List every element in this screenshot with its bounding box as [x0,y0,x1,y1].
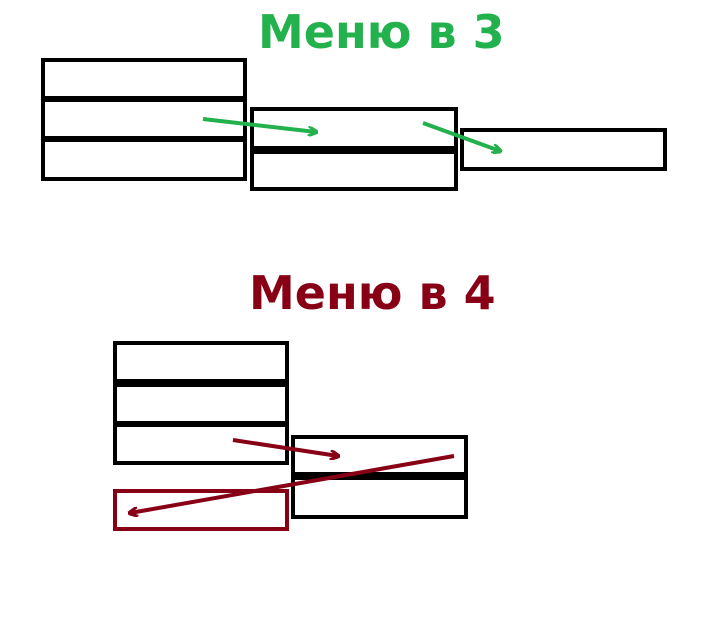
menu-4-arrow-1 [232,438,338,456]
menu-4-title: Меню в 4 [249,266,496,320]
menu-4-level-2 [291,435,468,519]
menu-3-level-2-item-1 [250,107,458,150]
menu-4-arrow-2 [130,454,455,513]
menu-3-arrow-1 [202,117,316,132]
menu-3-level-1-item-1 [41,58,247,100]
menu-3-level-1-item-3 [41,138,247,181]
menu-4-level-1-item-1 [113,341,289,383]
menu-3-level-2-item-2 [250,150,458,191]
menu-3-level-1 [41,58,247,181]
menu-4-level-1-item-3 [113,423,289,465]
menu-4-level-1-item-2 [113,383,289,425]
menu-3-arrow-2 [422,121,500,151]
menu-3-level-2 [250,107,458,191]
menu-3-level-3-item-1 [460,128,667,171]
menu-3-title: Меню в 3 [258,5,505,59]
menu-4-level-2-item-1 [291,435,468,476]
menu-4-level-1 [113,341,289,465]
menu-4-level-2-item-2 [291,476,468,519]
menu-4-level-3-item-1 [113,489,289,531]
